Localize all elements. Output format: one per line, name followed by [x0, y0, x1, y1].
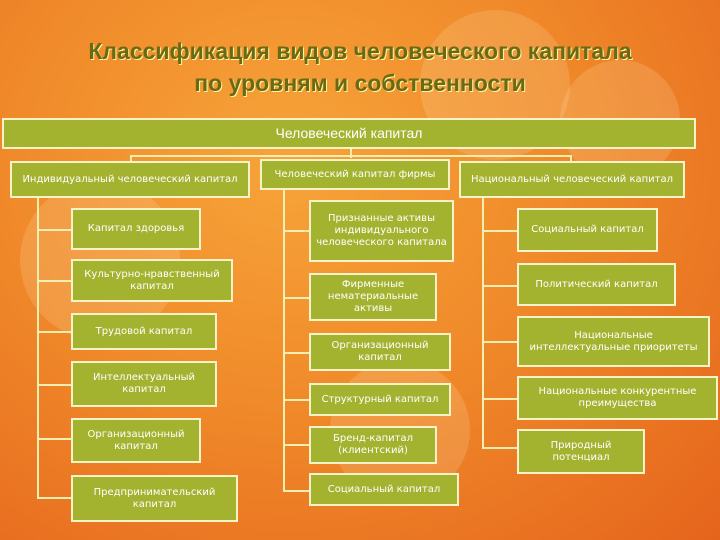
- connector-col2-branch: [283, 399, 309, 401]
- item-individual-6: Предпринимательский капитал: [71, 475, 238, 522]
- connector-col1-branch: [37, 438, 71, 440]
- item-individual-3: Трудовой капитал: [71, 313, 217, 350]
- item-national-5: Природный потенциал: [517, 429, 645, 474]
- column-header-individual: Индивидуальный человеческий капитал: [10, 161, 250, 198]
- item-firm-4: Структурный капитал: [309, 383, 451, 416]
- item-individual-5: Организационный капитал: [71, 418, 201, 463]
- item-individual-1: Капитал здоровья: [71, 208, 201, 250]
- connector-top-bar: [130, 155, 572, 157]
- connector-col3-branch: [482, 447, 517, 449]
- connector-col2-spine: [283, 190, 285, 492]
- connector-col3-drop: [570, 155, 572, 161]
- connector-col3-branch: [482, 341, 517, 343]
- connector-col1-branch: [37, 331, 71, 333]
- slide-title-line2: по уровням и собственности: [194, 70, 526, 96]
- connector-col2-branch: [283, 444, 309, 446]
- item-individual-2: Культурно-нравственный капитал: [71, 259, 233, 302]
- connector-col3-branch: [482, 398, 517, 400]
- connector-trunk: [350, 148, 352, 158]
- connector-col1-branch: [37, 229, 71, 231]
- connector-col1-drop: [130, 155, 132, 161]
- item-national-3: Национальные интеллектуальные приоритеты: [517, 316, 710, 367]
- item-firm-2: Фирменные нематериальные активы: [309, 273, 437, 321]
- item-national-1: Социальный капитал: [517, 208, 658, 252]
- connector-col1-branch: [37, 280, 71, 282]
- connector-col2-branch: [283, 230, 309, 232]
- root-node: Человеческий капитал: [2, 118, 696, 149]
- item-firm-3: Организационный капитал: [309, 333, 451, 371]
- item-national-4: Национальные конкурентные преимущества: [517, 376, 718, 420]
- item-firm-6: Социальный капитал: [309, 473, 459, 506]
- item-firm-1: Признанные активы индивидуального челове…: [309, 200, 454, 262]
- column-header-firm: Человеческий капитал фирмы: [260, 159, 450, 190]
- slide-title-line1: Классификация видов человеческого капита…: [88, 38, 632, 64]
- connector-col1-branch: [37, 384, 71, 386]
- item-individual-4: Интеллектуальный капитал: [71, 361, 217, 407]
- item-firm-5: Бренд-капитал (клиентский): [309, 426, 437, 464]
- connector-col3-branch: [482, 230, 517, 232]
- connector-col1-spine: [37, 198, 39, 498]
- connector-col2-branch: [283, 297, 309, 299]
- connector-col2-branch: [283, 490, 309, 492]
- connector-col2-branch: [283, 352, 309, 354]
- connector-col3-spine: [482, 198, 484, 448]
- column-header-national: Национальный человеческий капитал: [459, 161, 685, 198]
- item-national-2: Политический капитал: [517, 263, 676, 306]
- connector-col3-branch: [482, 285, 517, 287]
- connector-col1-branch: [37, 497, 71, 499]
